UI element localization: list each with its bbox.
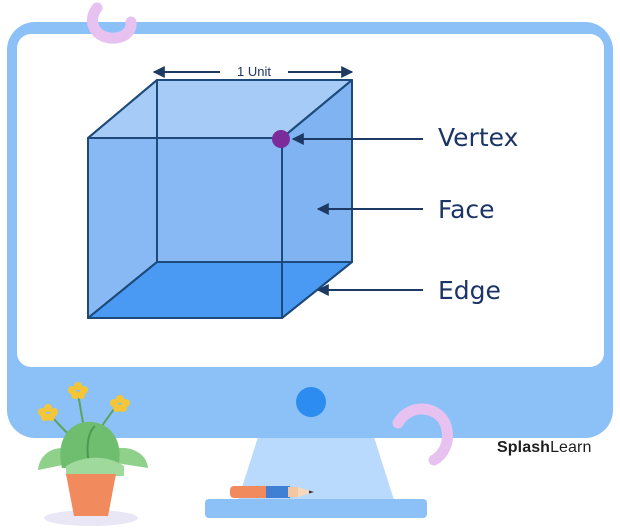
unit-label: 1 Unit [237,64,271,79]
vertex-dot [272,130,290,148]
potted-plant [38,382,148,526]
face-label: Face [438,195,495,224]
decor-arc-top [87,2,137,44]
monitor-base [205,499,427,518]
power-button[interactable] [296,387,326,417]
edge-label: Edge [438,276,501,305]
cube-hidden-edges [87,80,352,319]
pencil [230,486,314,498]
splashlearn-logo: SplashLearn [497,439,591,457]
monitor-stand [238,437,394,500]
brand-part-1: Splash [497,439,551,456]
brand-part-2: Learn [550,439,592,456]
decor-arc-right [392,403,453,466]
cube [87,79,353,319]
vertex-label: Vertex [438,123,518,152]
